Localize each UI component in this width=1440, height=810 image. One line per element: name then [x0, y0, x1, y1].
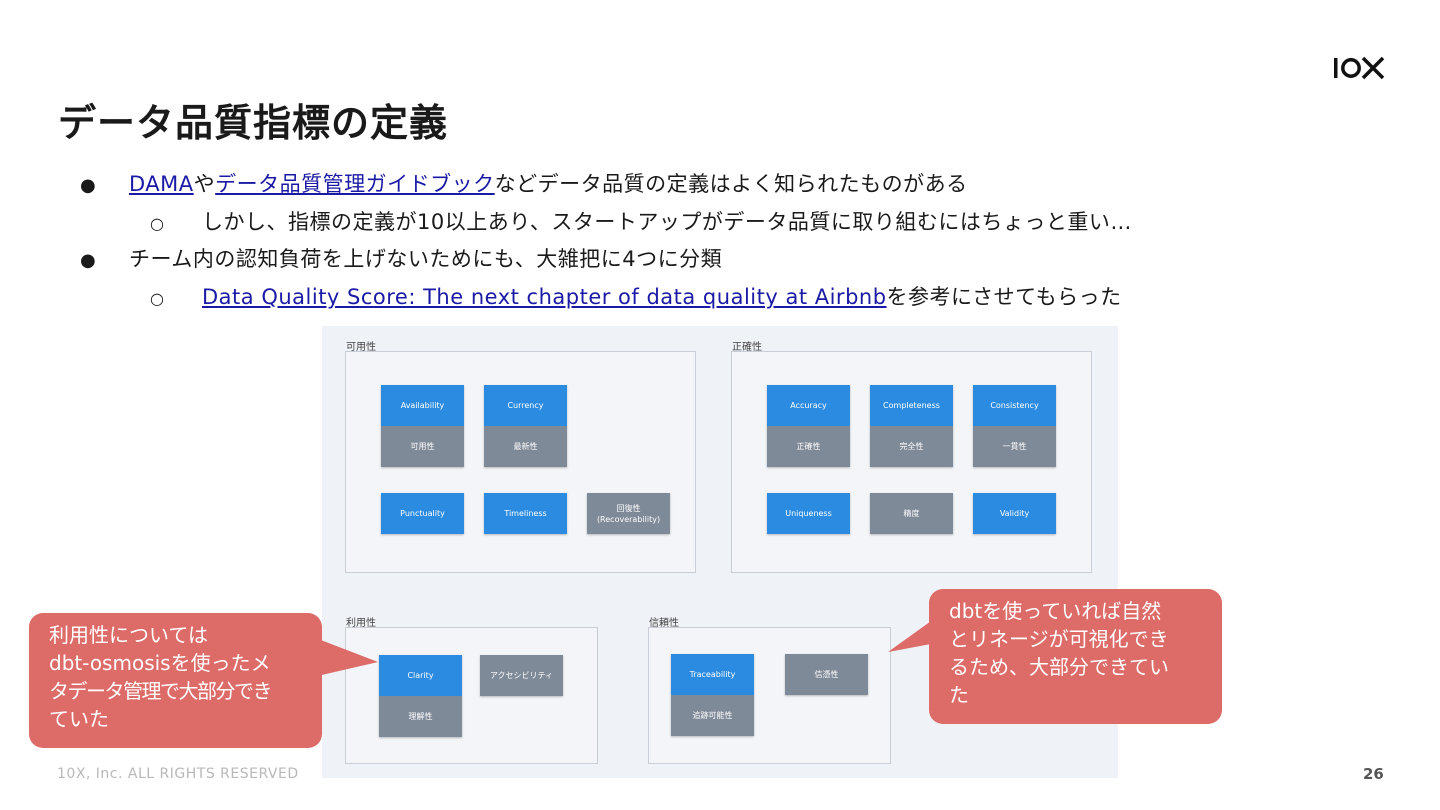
bullet-item-2: チーム内の認知負荷を上げないためにも、大雑把に4つに分類 — [129, 247, 723, 271]
card-recoverability: 回復性 (Recoverability) — [587, 493, 670, 534]
group-label-usability: 利用性 — [346, 618, 376, 629]
bullet-text: を参考にさせてもらった — [886, 285, 1122, 309]
dama-link[interactable]: DAMA — [129, 172, 194, 196]
bullet-item-1: DAMAやデータ品質管理ガイドブックなどデータ品質の定義はよく知られたものがある — [129, 170, 968, 198]
callout-usability-note: 利用性については dbt-osmosisを使ったメ タデータ管理で大部分でき て… — [29, 613, 322, 748]
airbnb-article-link[interactable]: Data Quality Score: The next chapter of … — [202, 285, 887, 309]
page-title: データ品質指標の定義 — [58, 101, 449, 145]
card-clarity: Clarity 理解性 — [379, 655, 462, 737]
bullet-dot: ● — [80, 250, 96, 271]
company-logo — [1334, 56, 1385, 80]
bullet-text: や — [193, 172, 216, 196]
group-reliability: Traceability 追跡可能性 信憑性 — [648, 627, 891, 764]
card-availability: Availability 可用性 — [381, 385, 464, 467]
card-completeness: Completeness 完全性 — [870, 385, 953, 467]
quality-dimensions-diagram: 可用性 Availability 可用性 Currency 最新性 Punctu… — [322, 326, 1118, 778]
callout-reliability-note: dbtを使っていれば自然 とリネージが可視化でき るため、大部分できてい た — [929, 589, 1222, 724]
dq-guidebook-link[interactable]: データ品質管理ガイドブック — [215, 172, 495, 196]
sub-bullet-circle: ○ — [150, 214, 164, 233]
card-timeliness: Timeliness — [484, 493, 567, 534]
card-precision: 精度 — [870, 493, 953, 534]
card-consistency: Consistency 一貫性 — [973, 385, 1056, 467]
card-currency: Currency 最新性 — [484, 385, 567, 467]
group-label-reliability: 信頼性 — [649, 618, 679, 629]
bullet-dot: ● — [80, 175, 96, 196]
group-usability: Clarity 理解性 アクセシビリティ — [345, 627, 598, 764]
bullet-item-2-sub: Data Quality Score: The next chapter of … — [202, 283, 1122, 311]
page-number: 26 — [1363, 765, 1384, 783]
card-traceability: Traceability 追跡可能性 — [671, 654, 754, 736]
footer-copyright: 10X, Inc. ALL RIGHTS RESERVED — [57, 766, 299, 782]
group-label-accuracy: 正確性 — [732, 342, 762, 353]
card-accessibility: アクセシビリティ — [480, 655, 563, 696]
card-punctuality: Punctuality — [381, 493, 464, 534]
group-label-availability: 可用性 — [346, 342, 376, 353]
group-availability: Availability 可用性 Currency 最新性 Punctualit… — [345, 351, 696, 573]
card-credibility: 信憑性 — [785, 654, 868, 695]
card-uniqueness: Uniqueness — [767, 493, 850, 534]
bullet-item-1-sub: しかし、指標の定義が10以上あり、スタートアップがデータ品質に取り組むにはちょっ… — [202, 210, 1132, 234]
group-accuracy: Accuracy 正確性 Completeness 完全性 Consistenc… — [731, 351, 1092, 573]
card-validity: Validity — [973, 493, 1056, 534]
card-accuracy: Accuracy 正確性 — [767, 385, 850, 467]
sub-bullet-circle: ○ — [150, 289, 164, 308]
bullet-text: などデータ品質の定義はよく知られたものがある — [494, 172, 968, 196]
